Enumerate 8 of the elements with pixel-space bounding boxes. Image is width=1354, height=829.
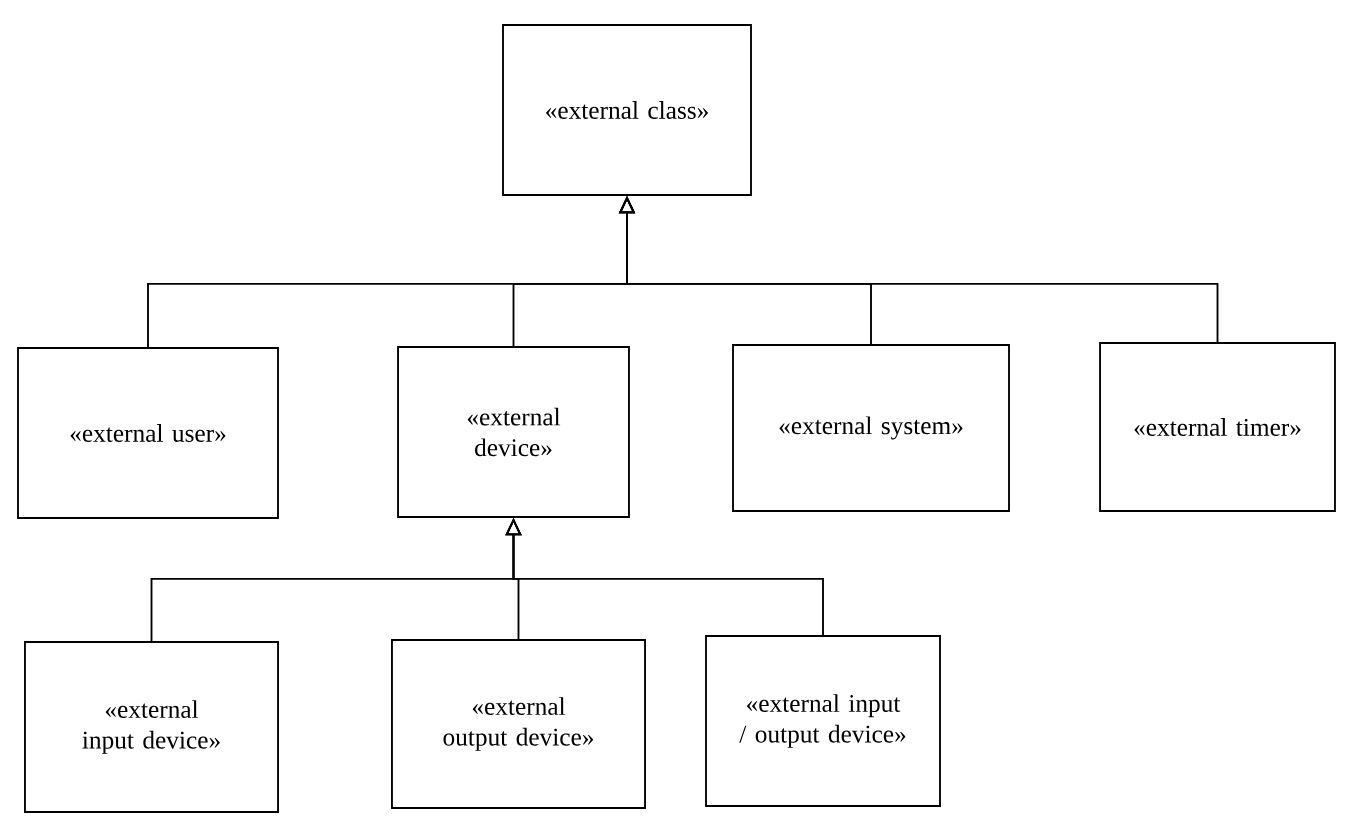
class-box: «external device» — [397, 346, 630, 518]
class-box: «external input / output device» — [705, 635, 941, 807]
class-box: «external input device» — [24, 641, 279, 813]
class-box: «external timer» — [1099, 342, 1336, 512]
class-box: «external output device» — [391, 639, 646, 809]
class-box: «external system» — [732, 344, 1010, 512]
class-box: «external user» — [17, 347, 279, 519]
class-box: «external class» — [502, 24, 752, 196]
